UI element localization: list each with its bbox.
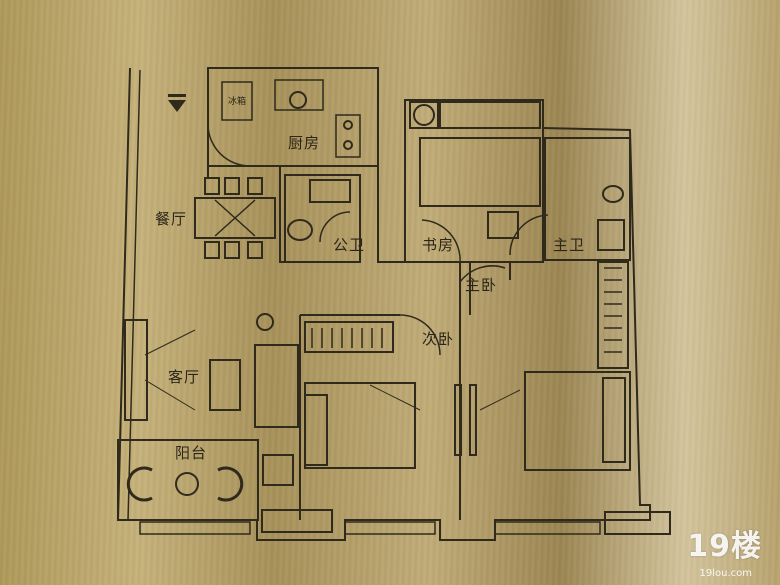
room-label-study: 书房 <box>422 236 455 254</box>
watermark-brand: 19楼 <box>687 529 762 564</box>
room-label-master-bedroom: 主卧 <box>465 276 498 294</box>
bed-master <box>524 371 631 471</box>
balcony <box>117 439 259 521</box>
room-label-second-bedroom: 次卧 <box>422 330 455 348</box>
room-label-kitchen: 厨房 <box>288 134 321 152</box>
room-label-dining: 餐厅 <box>155 210 188 228</box>
room-label-living: 客厅 <box>168 368 201 386</box>
room-label-master-bath: 主卫 <box>553 236 586 254</box>
study-desk <box>419 137 541 207</box>
tv-cabinet <box>124 319 148 421</box>
watermark-url: 19lou.com <box>699 568 753 579</box>
wardrobe-master <box>597 261 629 369</box>
master-bath <box>544 137 631 261</box>
sink-bowl <box>289 91 307 109</box>
bedroom-walls <box>299 262 511 520</box>
coffee-table <box>209 359 241 411</box>
dining-table <box>194 197 276 239</box>
wardrobe-second <box>304 321 394 353</box>
sofa <box>254 344 299 428</box>
toilet-public <box>287 219 313 241</box>
study-walls <box>404 99 544 263</box>
entry-arrow <box>168 100 186 112</box>
room-label-public-bath: 公卫 <box>333 236 366 254</box>
fridge-label: 冰箱 <box>228 97 247 107</box>
room-label-balcony: 阳台 <box>175 444 208 462</box>
corridor-walls <box>207 100 406 263</box>
left-wall-inner <box>127 69 141 521</box>
outer-wall <box>116 67 651 541</box>
fridge-box <box>221 81 253 121</box>
stove <box>335 114 361 158</box>
window-bottom <box>139 521 251 535</box>
sink-counter <box>274 79 324 111</box>
public-bath <box>284 174 361 263</box>
